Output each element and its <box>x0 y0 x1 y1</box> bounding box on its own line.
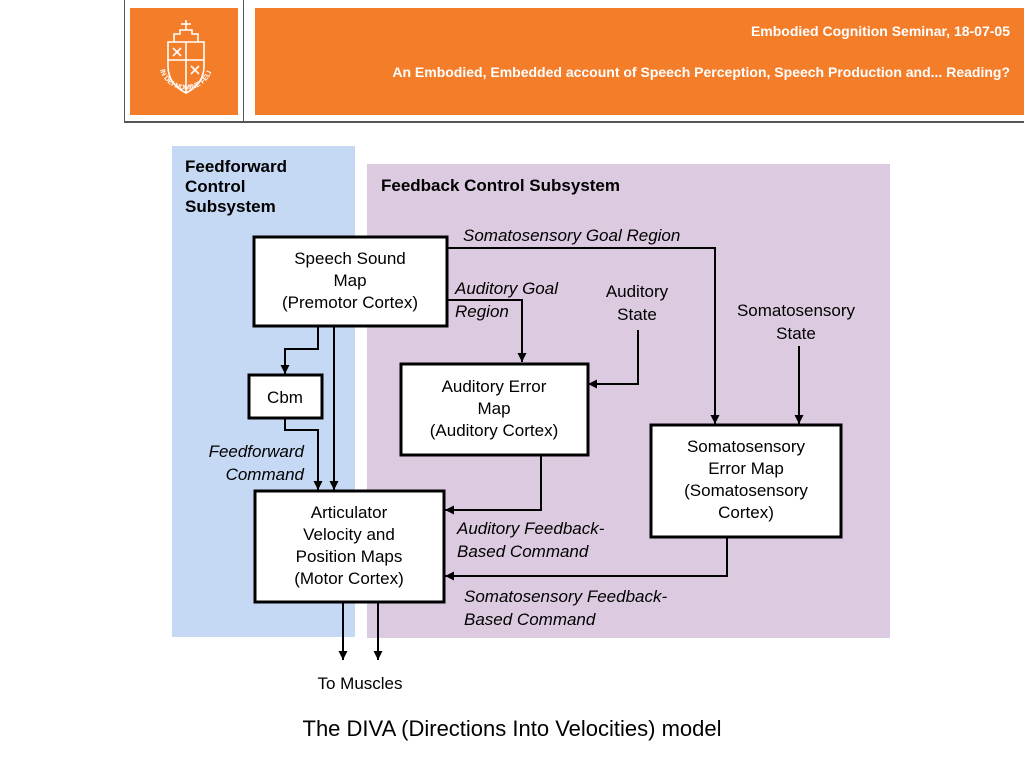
to-muscles-label: To Muscles <box>317 674 402 693</box>
text-line: Somatosensory <box>687 437 806 456</box>
arrow-ssm-to-cbm <box>280 326 319 374</box>
figure-caption: The DIVA (Directions Into Velocities) mo… <box>302 716 722 741</box>
text-line: (Somatosensory <box>684 481 808 500</box>
text-line: Auditory Goal <box>454 279 559 298</box>
text-line: Feedforward <box>185 157 287 176</box>
text-line: Control <box>185 177 245 196</box>
text-line: Cortex) <box>718 503 774 522</box>
speech-sound-map-box <box>252 235 449 328</box>
text-line: Velocity and <box>303 525 395 544</box>
somatosensory-error-map-box <box>649 423 843 539</box>
logo-panel: IN DEI NOMINE FELICITER <box>124 0 244 122</box>
auditory-feedback-command-label: Auditory Feedback- Based Command <box>456 519 605 561</box>
text-line: State <box>776 324 816 343</box>
text-line: Somatosensory Feedback- <box>464 587 667 606</box>
text-line: Position Maps <box>296 547 403 566</box>
arrow-auditory-feedback <box>445 455 542 515</box>
header-bar: Embodied Cognition Seminar, 18-07-05 An … <box>255 8 1024 115</box>
text-line: Feedforward <box>209 442 305 461</box>
text-line: (Auditory Cortex) <box>430 421 558 440</box>
text-line: Based Command <box>464 610 596 629</box>
arrow-somatosensory-feedback <box>445 537 728 581</box>
text-line: (Motor Cortex) <box>294 569 404 588</box>
text-line: Articulator <box>311 503 388 522</box>
arrow-auditory-state <box>588 330 639 389</box>
text-line: Auditory Feedback- <box>456 519 605 538</box>
seminar-label: Embodied Cognition Seminar, 18-07-05 <box>750 23 1010 39</box>
university-seal-logo: IN DEI NOMINE FELICITER <box>125 0 213 94</box>
text-line: Region <box>455 302 509 321</box>
text-line: Cbm <box>267 388 303 407</box>
text-line: Somatosensory Goal Region <box>463 226 680 245</box>
text-line: Map <box>333 271 366 290</box>
presentation-title: An Embodied, Embedded account of Speech … <box>392 64 1010 80</box>
text-line: (Premotor Cortex) <box>282 293 418 312</box>
text-line: Based Command <box>457 542 589 561</box>
somatosensory-feedback-command-label: Somatosensory Feedback- Based Command <box>464 587 667 629</box>
articulator-maps-box <box>253 489 446 604</box>
text-line: Subsystem <box>185 197 276 216</box>
text-line: To Muscles <box>317 674 402 693</box>
logo-background <box>130 8 238 115</box>
arrow-somatosensory-goal <box>447 247 720 424</box>
cbm-label: Cbm <box>267 388 303 407</box>
text-line: Map <box>477 399 510 418</box>
text-line: Command <box>226 465 305 484</box>
cbm-box <box>247 373 324 420</box>
somatosensory-goal-region-label: Somatosensory Goal Region <box>463 226 680 245</box>
arrow-auditory-goal <box>447 299 527 362</box>
text-line: State <box>617 305 657 324</box>
text-line: Auditory <box>606 282 669 301</box>
feedback-title: Feedback Control Subsystem <box>381 176 620 195</box>
arrow-cbm-to-articulator <box>284 418 323 490</box>
auditory-error-map-box <box>399 362 590 457</box>
text-line: Speech Sound <box>294 249 406 268</box>
text-line: Error Map <box>708 459 784 478</box>
text-line: Auditory Error <box>442 377 547 396</box>
text-line: Somatosensory <box>737 301 856 320</box>
header-divider <box>124 121 1024 123</box>
